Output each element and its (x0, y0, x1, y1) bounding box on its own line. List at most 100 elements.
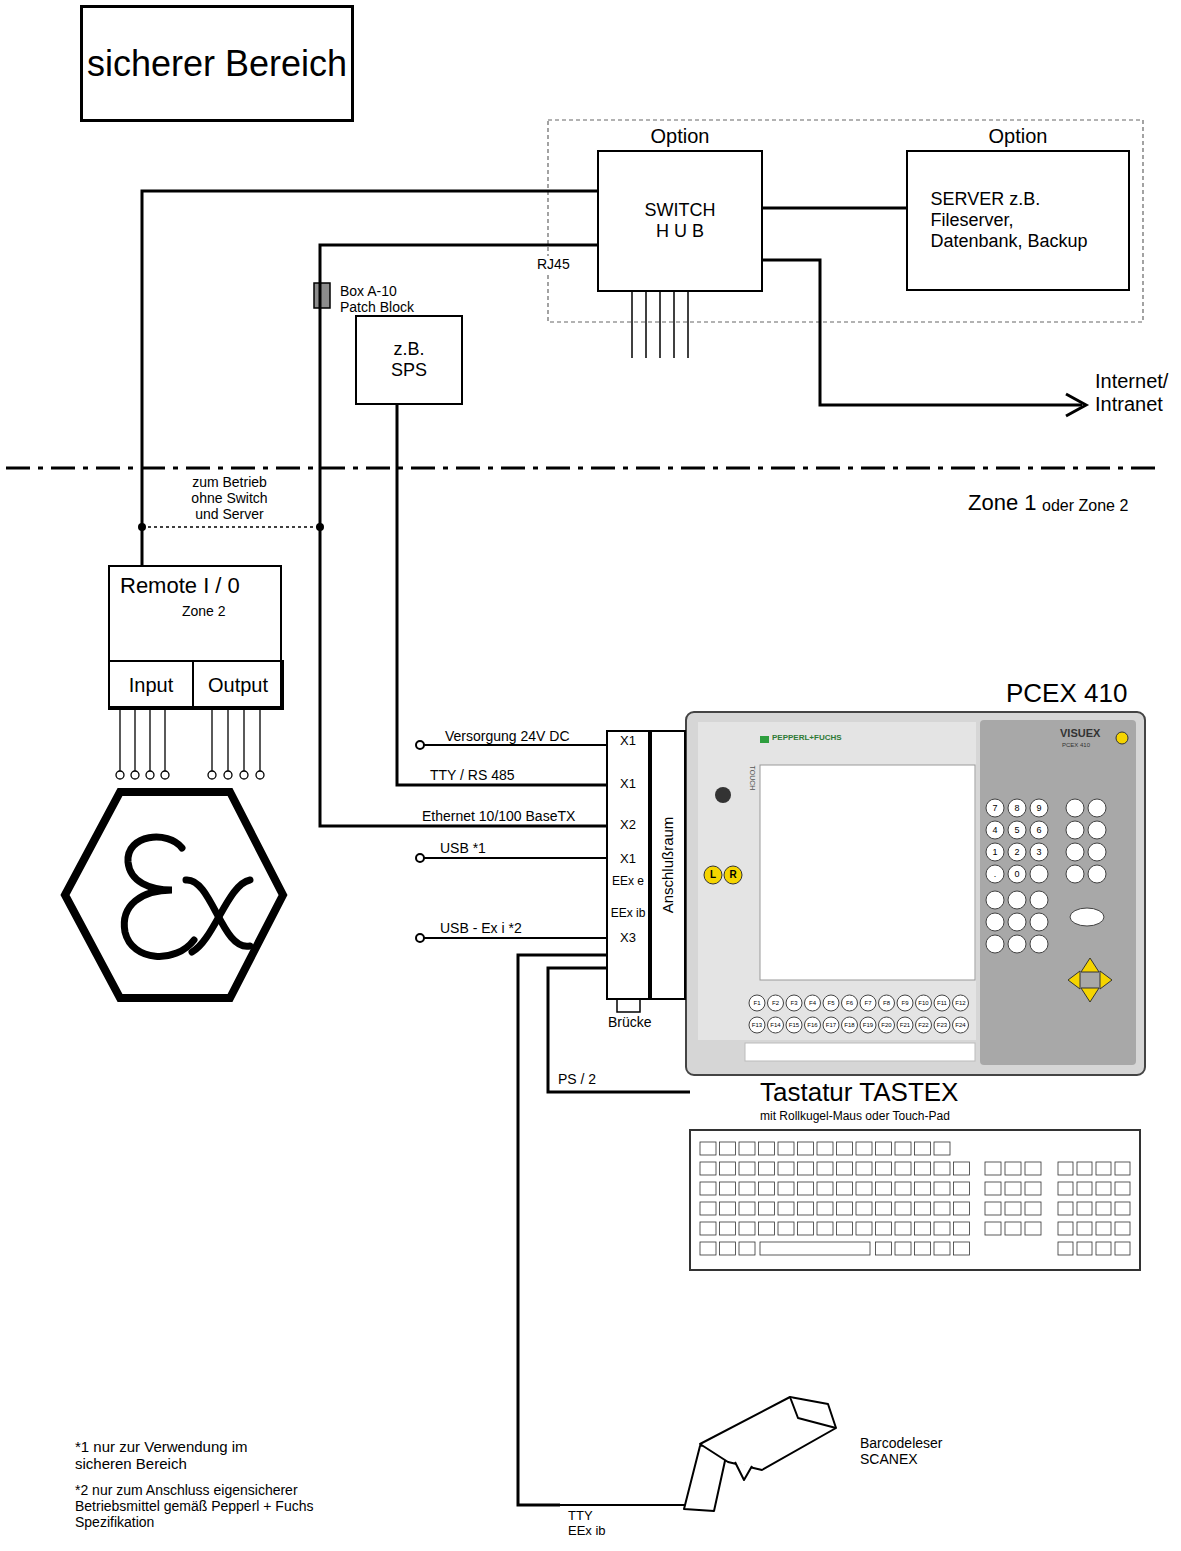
node-text: SERVER z.B. Fileserver, Datenbank, Backu… (931, 189, 1106, 251)
node-title: Option (599, 125, 761, 148)
node-title: Tastatur TASTEX (760, 1078, 1140, 1108)
node-text: EEx ib (608, 907, 648, 921)
annotation-label: Internet/ Intranet (1095, 370, 1181, 416)
connector-line (763, 207, 906, 210)
patch-block (314, 283, 330, 308)
terminal-block: X1X1X2X1EEx eEEx ibX3 (606, 730, 650, 1000)
plc-box: z.B. SPS (355, 315, 463, 405)
annotation-label: VISUEX (1060, 727, 1100, 740)
bypass-link (142, 526, 320, 528)
keyboard-drawing (690, 1130, 1140, 1270)
key-label: F3 (790, 1000, 797, 1006)
node-text: Zone 2 (182, 603, 226, 619)
connector-line (320, 245, 606, 826)
annotation-label: Versorgung 24V DC (445, 728, 570, 744)
switch-box: OptionSWITCH H U B (597, 150, 763, 292)
output-box: Output (192, 660, 284, 710)
annotation-label: Zone 1 (968, 490, 1037, 515)
connector-line (142, 191, 597, 565)
key-label: F19 (863, 1022, 873, 1028)
key-label: F8 (883, 1000, 890, 1006)
area-box: sicherer Bereich (80, 5, 354, 122)
key-label: F2 (772, 1000, 779, 1006)
input-box: Input (108, 660, 194, 710)
node-text: SWITCH H U B (640, 200, 720, 241)
key-label: F5 (827, 1000, 834, 1006)
scanner-device: Barcodeleser SCANEX (560, 1390, 960, 1530)
connector-label: PS / 2 (556, 1071, 598, 1087)
annotation-label: RJ45 (537, 256, 570, 272)
node-title: sicherer Bereich (87, 43, 347, 84)
connection-compartment: Anschlußraum (650, 730, 686, 1000)
annotation-label: Box A-10 Patch Block (340, 283, 430, 315)
key-label: 1 (992, 848, 997, 857)
key-label: F4 (809, 1000, 816, 1006)
key-label: F7 (864, 1000, 871, 1006)
pcex-panel (686, 712, 1145, 1075)
ex-symbol (65, 792, 283, 998)
key-label: F17 (826, 1022, 836, 1028)
switch-ports (632, 292, 688, 358)
annotation-label: TOUCH (749, 766, 756, 791)
annotation-label: zum Betrieb ohne Switch und Server (182, 474, 277, 522)
key-label: 3 (1036, 848, 1041, 857)
key-label: F15 (789, 1022, 799, 1028)
open-wires (416, 741, 606, 942)
connector-label: TTY / RS 485 (428, 767, 517, 783)
key-label: 0 (1014, 870, 1019, 879)
remote-io-terminals (116, 708, 264, 779)
node-text: X1 (608, 852, 648, 867)
key-label: 7 (992, 804, 997, 813)
key-label: F22 (918, 1022, 928, 1028)
connector-label: Ethernet 10/100 BaseTX (420, 808, 577, 824)
node-title: PCEX 410 (1006, 679, 1146, 709)
connector-line (518, 955, 606, 1505)
node-title: Barcodeleser SCANEX (860, 1435, 960, 1467)
annotation-label: oder Zone 2 (1042, 497, 1128, 515)
option-region (548, 120, 1143, 322)
key-label: F18 (844, 1022, 854, 1028)
node-title: Remote I / 0 (120, 573, 240, 598)
barcode-scanner (560, 1397, 836, 1511)
key-label: F6 (846, 1000, 853, 1006)
annotation-label: PCEX 410 (1062, 742, 1090, 749)
key-label: F13 (752, 1022, 762, 1028)
internet-arrowhead (1066, 394, 1086, 416)
key-label: F12 (955, 1000, 965, 1006)
key-label: F16 (807, 1022, 817, 1028)
node-title: Option (908, 125, 1128, 148)
remote-io-box: Remote I / 0 Zone 2 Input Output (108, 565, 282, 708)
key-label: F10 (918, 1000, 928, 1006)
node-title: X1 (608, 734, 648, 749)
key-label: F1 (753, 1000, 760, 1006)
node-title: z.B. SPS (384, 339, 434, 380)
operator-panel: PCEX 410AnschlußraumX1X1X2X1EEx eEEx ibX… (606, 712, 1146, 1012)
key-label: F21 (900, 1022, 910, 1028)
annotation-label: *1 nur zur Verwendung im sicheren Bereic… (75, 1438, 250, 1473)
key-label: . (994, 870, 997, 879)
connector-label: TTY EEx ib (566, 1509, 620, 1539)
connector-line (397, 405, 606, 785)
node-text: X1 (608, 777, 648, 792)
connectors (142, 191, 906, 1505)
node-text: mit Rollkugel-Maus oder Touch-Pad (760, 1110, 1140, 1124)
key-label: F11 (937, 1000, 947, 1006)
key-label: F20 (881, 1022, 891, 1028)
node-title: Output (208, 674, 268, 697)
key-label: F24 (955, 1022, 965, 1028)
zone-boundary (6, 467, 1160, 470)
key-label: 4 (992, 826, 997, 835)
annotation-label: USB - Ex i *2 (440, 920, 522, 936)
bridge-symbol (617, 1000, 640, 1012)
key-label: 8 (1014, 804, 1019, 813)
key-label: 6 (1036, 826, 1041, 835)
key-label: F9 (901, 1000, 908, 1006)
annotation-label: PEPPERL+FUCHS (772, 733, 842, 742)
key-label: F14 (770, 1022, 780, 1028)
key-label: 9 (1036, 804, 1041, 813)
key-label: 2 (1014, 848, 1019, 857)
annotation-label: *2 nur zum Anschluss eigensicherer Betri… (75, 1482, 375, 1530)
annotation-label: R (729, 870, 736, 880)
node-title: Anschlußraum (659, 817, 676, 914)
